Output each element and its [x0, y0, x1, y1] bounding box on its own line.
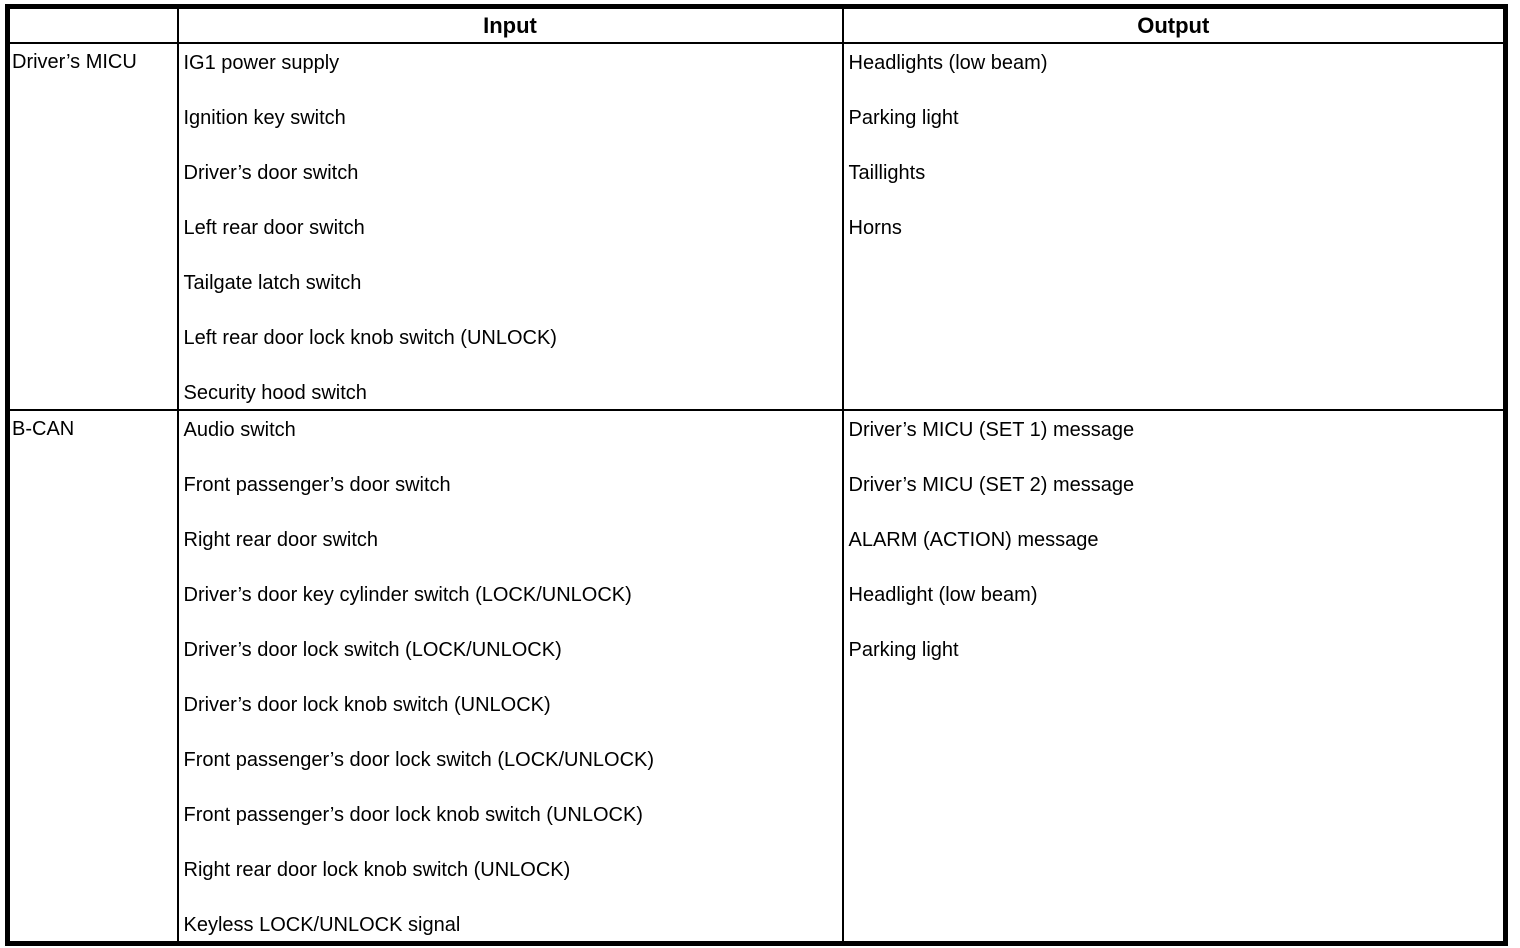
inputs-cell: Audio switch Front passenger’s door swit… — [176, 409, 844, 945]
output-item: Taillights — [848, 162, 926, 184]
output-item: ALARM (ACTION) message — [848, 529, 1099, 551]
input-item: Front passenger’s door lock knob switch … — [183, 804, 643, 826]
input-item: Tailgate latch switch — [183, 272, 362, 294]
input-item: Left rear door switch — [183, 217, 365, 239]
input-item: Audio switch — [183, 419, 296, 441]
header-input-cell: Input — [176, 5, 844, 44]
table-header-row: Input Output — [6, 5, 1507, 44]
output-item: Driver’s MICU (SET 1) message — [848, 419, 1135, 441]
output-item: Parking light — [848, 639, 959, 661]
input-item: Front passenger’s door switch — [183, 474, 451, 496]
row-source-label: B-CAN — [6, 409, 179, 945]
output-item: Horns — [848, 217, 902, 239]
input-item: Left rear door lock knob switch (UNLOCK) — [183, 327, 557, 349]
table-row-b-can: B-CAN Audio switch Front passenger’s doo… — [6, 409, 1507, 945]
outputs-cell: Headlights (low beam) Parking light Tail… — [841, 42, 1507, 411]
row-source-label: Driver’s MICU — [6, 42, 179, 411]
input-item: Driver’s door lock knob switch (UNLOCK) — [183, 694, 551, 716]
header-source-cell — [6, 5, 179, 44]
output-item: Headlight (low beam) — [848, 584, 1038, 606]
input-item: Driver’s door key cylinder switch (LOCK/… — [183, 584, 632, 606]
input-item: IG1 power supply — [183, 52, 340, 74]
outputs-cell: Driver’s MICU (SET 1) message Driver’s M… — [841, 409, 1507, 945]
input-item: Right rear door switch — [183, 529, 379, 551]
output-item: Parking light — [848, 107, 959, 129]
input-output-table: Input Output Driver’s MICU IG1 power sup… — [5, 4, 1508, 946]
input-item: Driver’s door lock switch (LOCK/UNLOCK) — [183, 639, 562, 661]
input-item: Right rear door lock knob switch (UNLOCK… — [183, 859, 571, 881]
input-item: Security hood switch — [183, 382, 367, 404]
input-item: Driver’s door switch — [183, 162, 359, 184]
table-row-drivers-micu: Driver’s MICU IG1 power supply Ignition … — [6, 42, 1507, 411]
input-item: Front passenger’s door lock switch (LOCK… — [183, 749, 655, 771]
inputs-cell: IG1 power supply Ignition key switch Dri… — [176, 42, 844, 411]
header-output-cell: Output — [841, 5, 1507, 44]
output-item: Headlights (low beam) — [848, 52, 1048, 74]
output-item: Driver’s MICU (SET 2) message — [848, 474, 1135, 496]
input-item: Keyless LOCK/UNLOCK signal — [183, 914, 461, 936]
input-item: Ignition key switch — [183, 107, 346, 129]
